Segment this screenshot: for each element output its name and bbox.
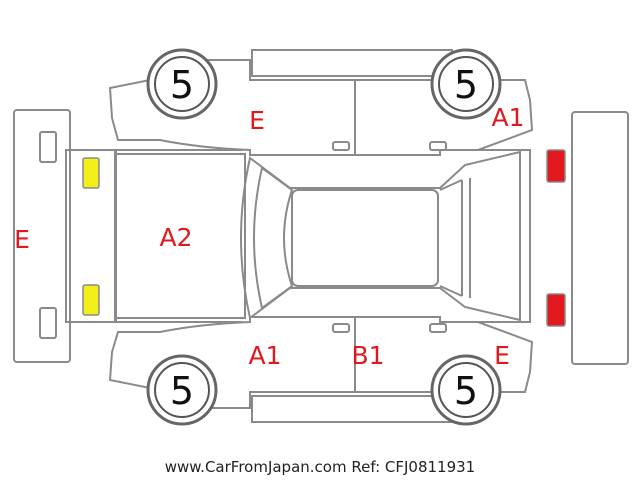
tire-rear-left: 5: [430, 48, 502, 120]
rear-light-top: [546, 149, 566, 183]
code-right-rear-door: E: [249, 106, 265, 135]
code-left-front-fender: A1: [248, 341, 281, 370]
tire-front-left-score: 5: [170, 63, 194, 107]
car-body: [65, 130, 531, 342]
front-light-bottom: [82, 284, 100, 316]
tire-front-right: 5: [146, 354, 218, 426]
code-hood: A2: [159, 223, 192, 252]
code-left-rear-door: B1: [351, 341, 384, 370]
code-front-bumper: E: [14, 225, 30, 254]
code-left-rear-fender: E: [494, 341, 510, 370]
tire-rear-right: 5: [430, 354, 502, 426]
front-bumper: [13, 109, 71, 363]
reference-footer: www.CarFromJapan.com Ref: CFJ0811931: [165, 458, 475, 476]
code-right-rear-fender: A1: [491, 103, 524, 132]
tire-rear-left-score: 5: [454, 63, 478, 107]
front-light-top: [82, 157, 100, 189]
rear-bumper: [571, 111, 629, 365]
tire-front-right-score: 5: [170, 369, 194, 413]
tire-rear-right-score: 5: [454, 369, 478, 413]
rear-light-bottom: [546, 293, 566, 327]
tire-front-left: 5: [146, 48, 218, 120]
